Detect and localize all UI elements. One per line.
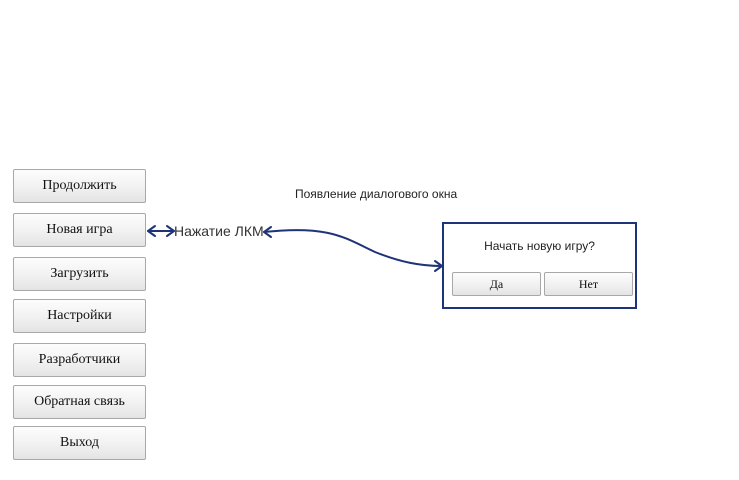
menu-button-continue[interactable]: Продолжить	[13, 169, 146, 203]
menu-button-exit[interactable]: Выход	[13, 426, 146, 460]
dialog-no-button[interactable]: Нет	[544, 272, 633, 296]
click-label: Нажатие ЛКМ	[174, 223, 264, 239]
dialog-yes-button[interactable]: Да	[452, 272, 541, 296]
dialog-arrow	[263, 226, 443, 272]
dialog-title: Начать новую игру?	[484, 239, 595, 253]
menu-button-load[interactable]: Загрузить	[13, 257, 146, 291]
menu-button-settings[interactable]: Настройки	[13, 299, 146, 333]
click-arrow	[147, 225, 175, 237]
menu-button-developers[interactable]: Разработчики	[13, 343, 146, 377]
dialog-appearance-label: Появление диалогового окна	[295, 187, 458, 201]
menu-button-feedback[interactable]: Обратная связь	[13, 385, 146, 419]
confirm-dialog: Начать новую игру? Да Нет	[442, 222, 637, 309]
menu-button-new-game[interactable]: Новая игра	[13, 213, 146, 247]
